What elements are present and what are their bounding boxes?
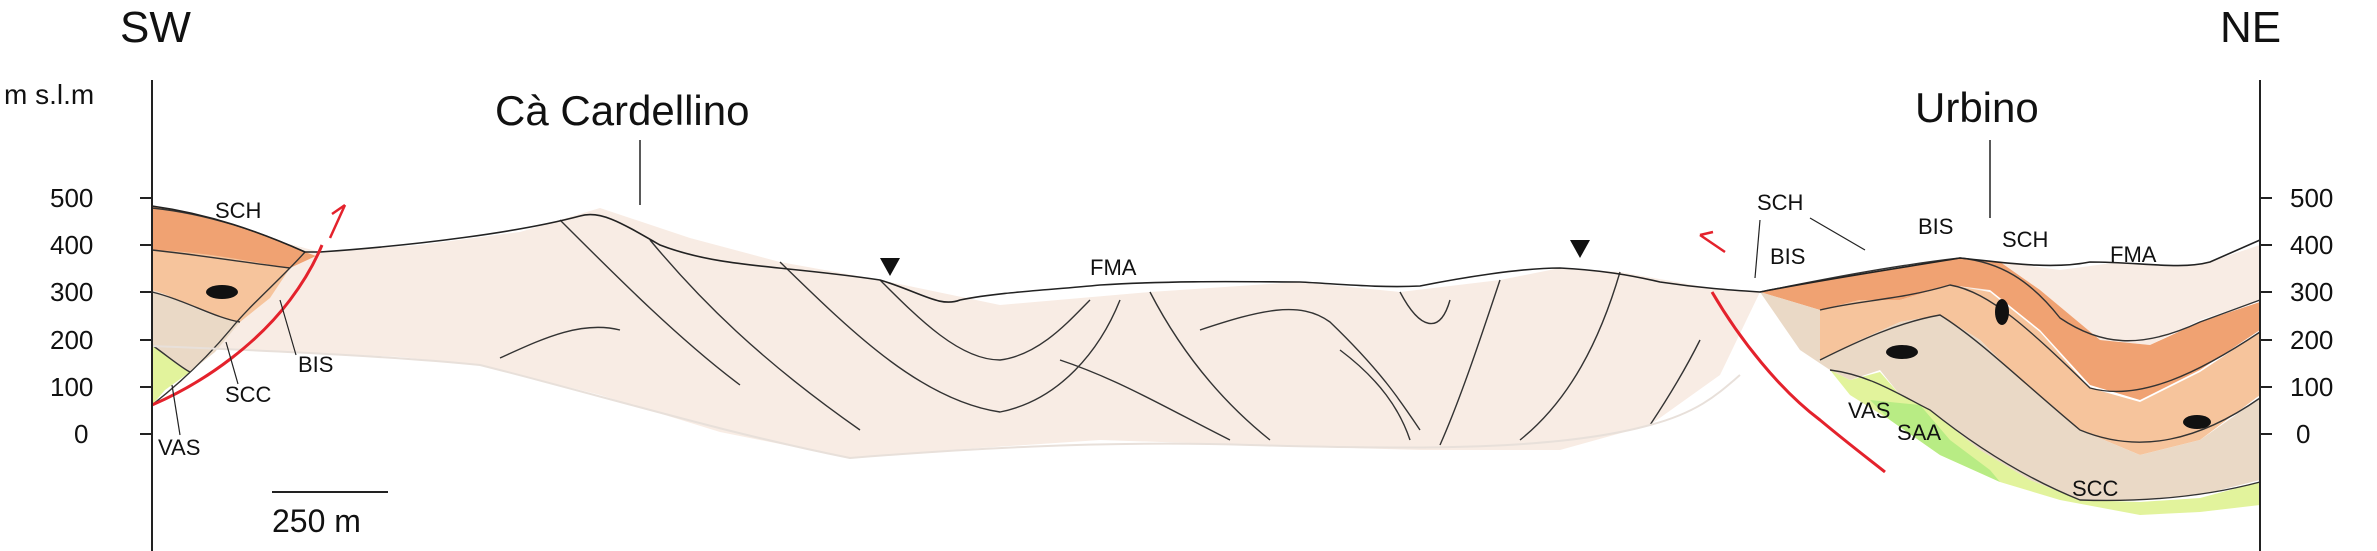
- right-label-scc: SCC: [2072, 476, 2119, 501]
- bedding-lines: [499, 219, 1701, 446]
- right-axis-ticks: [2260, 197, 2272, 435]
- left-vas-area: [152, 345, 190, 405]
- triangle-marker-icon: [880, 258, 900, 276]
- center-label-fma: FMA: [1090, 255, 1137, 280]
- left-tick-200: 200: [50, 325, 93, 355]
- orientation-right: NE: [2220, 3, 2281, 52]
- right-label-fma: FMA: [2110, 242, 2157, 267]
- left-label-vas: VAS: [158, 435, 200, 460]
- left-fault: [151, 244, 324, 407]
- right-sch-area: [1760, 258, 2260, 400]
- right-scaglia-area: [1820, 285, 2260, 455]
- right-fma-area: [1760, 245, 2260, 345]
- triangle-marker-icon: [1570, 240, 1590, 258]
- right-label-bis-1: BIS: [1770, 244, 1805, 269]
- lens-icon: [1886, 345, 1918, 359]
- scale-bar-label: 250 m: [272, 503, 361, 539]
- place-right: Urbino: [1915, 84, 2039, 131]
- orientation-left: SW: [120, 3, 191, 52]
- fault-arrow-icon: [1699, 230, 1726, 254]
- fault-arrow-icon: [328, 203, 347, 239]
- right-tick-0: 0: [2296, 419, 2310, 449]
- left-outcrop: [151, 206, 1760, 458]
- fma-unit-area: [152, 208, 1760, 458]
- left-tick-500: 500: [50, 183, 93, 213]
- right-fault: [1710, 291, 1886, 474]
- left-tick-400: 400: [50, 230, 93, 260]
- lens-icon: [2183, 415, 2211, 429]
- right-label-sch-1: SCH: [1757, 190, 1803, 215]
- right-tick-100: 100: [2290, 372, 2333, 402]
- right-tick-300: 300: [2290, 277, 2333, 307]
- left-tick-0: 0: [74, 419, 88, 449]
- topography-outline: [151, 205, 2261, 303]
- right-outcrop: [1759, 245, 2261, 515]
- right-vas-area: [1830, 370, 2260, 515]
- section-base: [151, 345, 1741, 460]
- right-saa-area: [1870, 400, 2000, 482]
- left-sch-area: [152, 206, 316, 268]
- right-tick-400: 400: [2290, 230, 2333, 260]
- place-left: Cà Cardellino: [495, 87, 749, 134]
- right-scc-area: [1760, 292, 2260, 500]
- right-label-vas: VAS: [1848, 398, 1890, 423]
- right-label-saa: SAA: [1897, 420, 1941, 445]
- axis-unit: m s.l.m: [4, 79, 94, 110]
- left-label-sch: SCH: [215, 198, 261, 223]
- right-tick-500: 500: [2290, 183, 2333, 213]
- right-tick-200: 200: [2290, 325, 2333, 355]
- right-label-sch-2: SCH: [2002, 227, 2048, 252]
- left-label-bis: BIS: [298, 352, 333, 377]
- left-axis-ticks: [140, 197, 152, 435]
- lens-icon: [206, 285, 238, 299]
- left-tick-100: 100: [50, 372, 93, 402]
- left-label-scc: SCC: [225, 382, 272, 407]
- lens-icon: [1995, 299, 2009, 325]
- right-label-bis-2: BIS: [1918, 214, 1953, 239]
- left-scc-area: [152, 290, 240, 372]
- left-tick-300: 300: [50, 277, 93, 307]
